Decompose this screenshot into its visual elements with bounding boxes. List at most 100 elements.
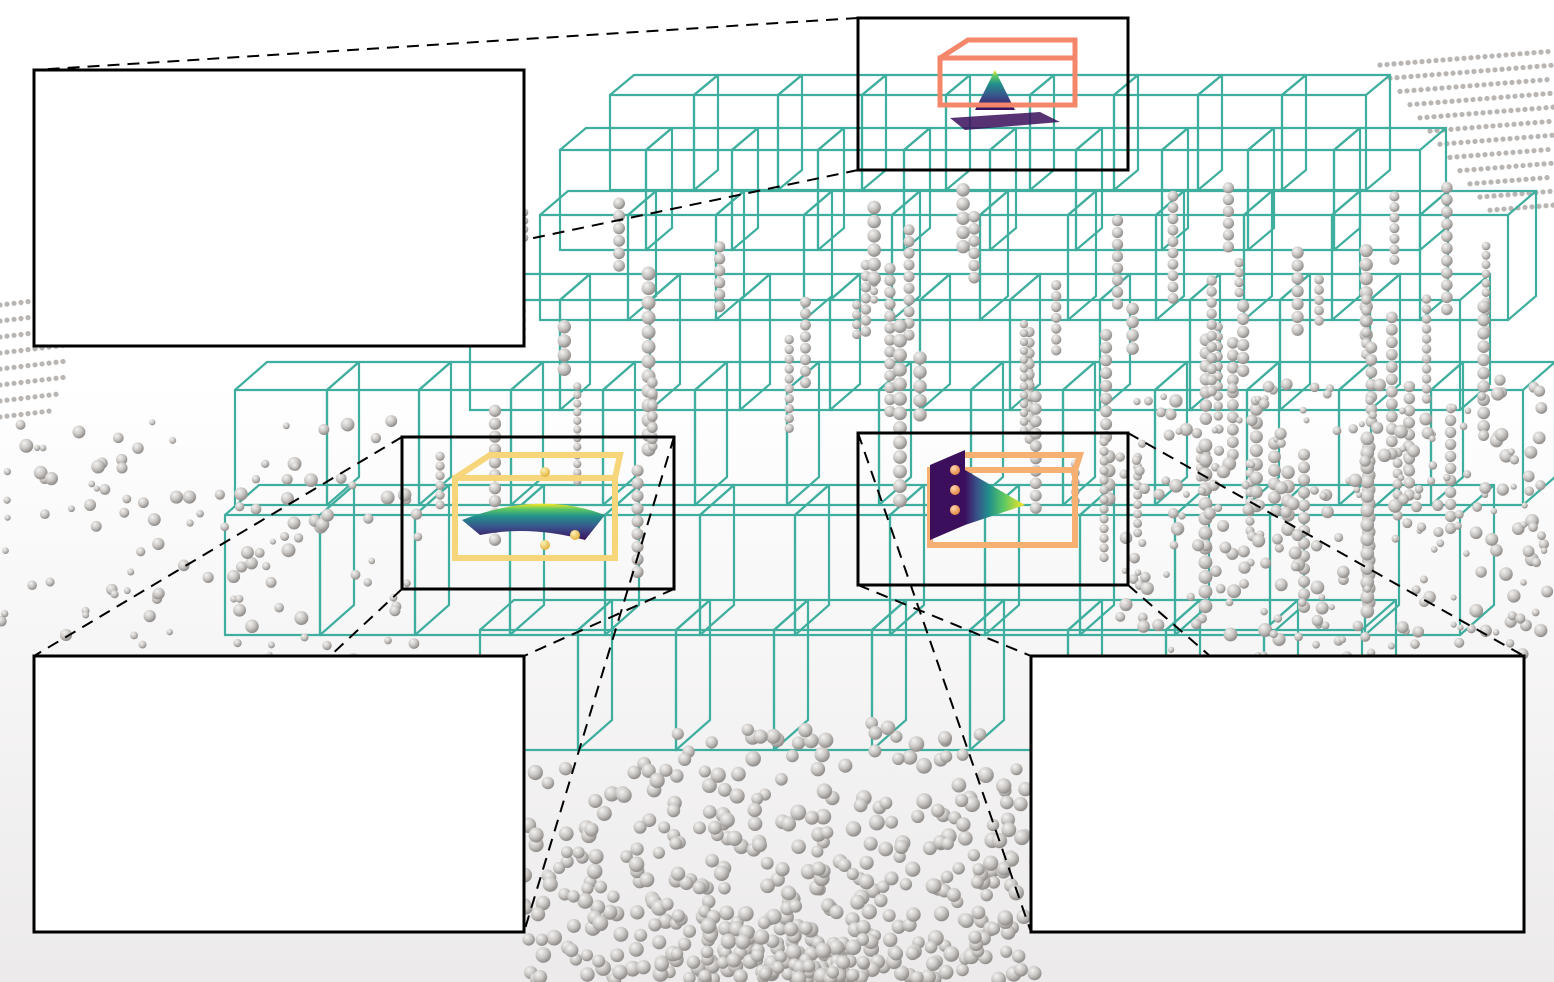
particle xyxy=(11,332,17,338)
particle xyxy=(646,388,658,400)
particle xyxy=(733,969,748,982)
particle xyxy=(19,438,34,453)
particle xyxy=(799,354,811,366)
particle xyxy=(1510,149,1516,155)
particle xyxy=(235,594,244,603)
particle xyxy=(1533,91,1539,98)
particle xyxy=(1310,580,1325,595)
particle xyxy=(1483,123,1489,130)
particle xyxy=(1452,112,1458,118)
particle xyxy=(1248,461,1256,469)
particle xyxy=(0,609,9,618)
particle xyxy=(1297,473,1311,487)
particle xyxy=(908,736,925,752)
particle xyxy=(435,461,445,471)
particle xyxy=(0,382,3,388)
particle xyxy=(861,904,877,920)
particle xyxy=(1547,90,1553,96)
particle xyxy=(641,310,656,325)
particle xyxy=(1534,161,1540,168)
particle xyxy=(1421,374,1432,384)
particle xyxy=(1368,410,1377,420)
particle xyxy=(18,379,24,386)
particle xyxy=(1016,909,1032,925)
particle xyxy=(1504,122,1510,128)
particle xyxy=(91,459,105,474)
particle xyxy=(1527,64,1533,70)
particle xyxy=(1427,476,1436,486)
particle xyxy=(1019,346,1029,356)
particle xyxy=(293,533,304,543)
particle xyxy=(1461,55,1467,61)
particle xyxy=(870,287,879,296)
particle xyxy=(616,787,632,803)
particle xyxy=(1527,162,1533,168)
particle xyxy=(641,266,656,281)
particle xyxy=(867,257,881,272)
particle xyxy=(951,777,967,793)
particle xyxy=(1198,438,1213,453)
particle xyxy=(1469,125,1475,131)
particle xyxy=(799,296,811,308)
particle xyxy=(671,909,685,923)
particle xyxy=(1206,341,1217,353)
particle xyxy=(384,636,392,645)
particle xyxy=(1234,277,1244,288)
particle xyxy=(1490,507,1498,515)
particle xyxy=(1359,243,1373,258)
particle xyxy=(631,566,644,579)
particle xyxy=(717,782,732,797)
particle xyxy=(997,861,1011,876)
particle xyxy=(1126,328,1139,342)
particle xyxy=(971,905,986,920)
particle xyxy=(1226,374,1239,386)
particle xyxy=(1348,473,1363,488)
particle xyxy=(488,404,502,417)
particle xyxy=(1029,477,1042,490)
particle xyxy=(1226,398,1239,411)
particle xyxy=(890,730,903,743)
particle xyxy=(1392,458,1403,469)
particle xyxy=(799,331,811,343)
particle xyxy=(1182,490,1190,498)
particle xyxy=(799,365,811,377)
particle xyxy=(1532,431,1546,445)
particle xyxy=(1222,229,1235,241)
particle xyxy=(1512,191,1518,197)
particle xyxy=(826,966,840,979)
particle xyxy=(1334,532,1344,543)
particle xyxy=(1234,287,1244,298)
particle xyxy=(958,831,973,846)
particle xyxy=(784,384,794,394)
particle xyxy=(1469,526,1483,540)
particle xyxy=(1397,474,1405,481)
particle xyxy=(234,487,248,501)
particle xyxy=(370,432,382,444)
particle xyxy=(905,861,921,877)
particle xyxy=(1197,486,1207,496)
particle xyxy=(1411,501,1422,513)
particle xyxy=(1267,450,1281,464)
particle xyxy=(1451,140,1457,146)
particle xyxy=(90,520,102,532)
particle xyxy=(893,965,910,981)
particle xyxy=(4,317,10,323)
particle xyxy=(230,595,238,603)
particle xyxy=(1456,98,1462,104)
particle xyxy=(1485,165,1491,171)
particle xyxy=(1437,141,1443,147)
particle xyxy=(0,302,3,308)
particle xyxy=(1403,477,1416,489)
particle xyxy=(1213,445,1225,456)
particle xyxy=(1361,305,1372,316)
particle xyxy=(977,767,994,783)
particle xyxy=(1477,366,1490,380)
particle xyxy=(1215,583,1226,594)
particle xyxy=(39,361,45,367)
particle xyxy=(11,396,17,402)
particle xyxy=(845,939,862,956)
particle xyxy=(1509,79,1515,86)
particle xyxy=(1430,546,1438,553)
particle xyxy=(39,444,47,452)
particle xyxy=(11,316,17,322)
